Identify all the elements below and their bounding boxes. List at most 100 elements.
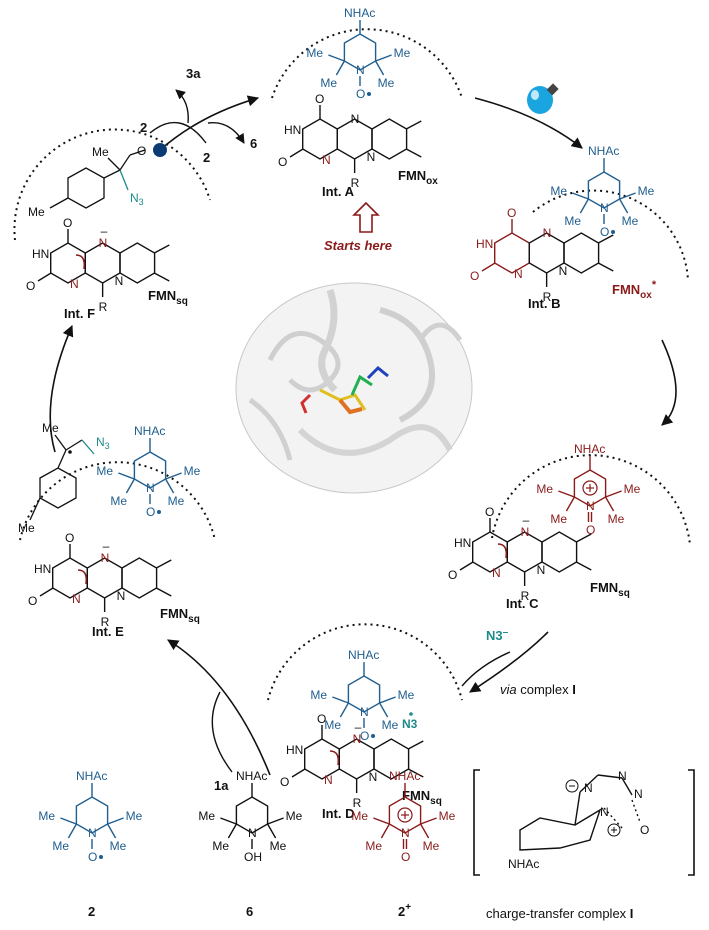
compound-2-plus-me1: Me	[351, 809, 368, 823]
flavin-n1: N	[70, 277, 79, 291]
protein-structure	[235, 282, 473, 494]
flavin-o-top: O	[65, 531, 74, 545]
int-f-substrate	[49, 143, 167, 209]
flavin-minus: –	[355, 720, 362, 734]
int-c-oxoammonium-me4: Me	[608, 512, 625, 526]
arc-int-f	[13, 128, 211, 241]
int-f-n3: N3	[130, 191, 144, 207]
int-b-nitroxyl-me4: Me	[622, 214, 639, 228]
arrow-b-to-c	[661, 339, 677, 426]
flavin-hn: HN	[284, 123, 301, 137]
arrow-f-to-a	[159, 95, 260, 151]
int-b-label: Int. B	[528, 296, 561, 311]
compound-label-0: 2	[88, 904, 95, 919]
minus-charge-icon	[565, 779, 579, 793]
int-b-nitroxyl-me2: Me	[564, 214, 581, 228]
complex-nhac: NHAc	[508, 857, 539, 871]
compound-label-1: 6	[246, 904, 253, 919]
arc-int-c	[491, 454, 691, 546]
compound-2-o: O	[88, 850, 97, 864]
int-e-substrate	[29, 434, 95, 521]
compound-6-me1: Me	[198, 809, 215, 823]
flavin-n1: N	[72, 592, 81, 606]
starts-here-arrow-icon	[352, 201, 380, 233]
flavin-o-top: O	[63, 216, 72, 230]
complex-n-a: N	[618, 769, 627, 783]
complex-n-plus: N	[600, 805, 609, 819]
flavin-r: R	[353, 796, 362, 810]
label-3a: 3a	[186, 66, 201, 81]
flavin-o-left: O	[470, 269, 479, 283]
compound-6-me3: Me	[286, 809, 303, 823]
compound-label-2: 2+	[398, 902, 411, 919]
compound-6-nhac: NHAc	[236, 769, 267, 783]
int-d-nitroxyl-me2: Me	[324, 718, 341, 732]
label-1a: 1a	[214, 778, 229, 793]
int-c-oxoammonium-o: O	[586, 523, 595, 537]
int-d-nitroxyl-n: N	[360, 705, 369, 719]
flavin-hn: HN	[286, 743, 303, 757]
compound-6-n: N	[248, 826, 257, 840]
int-e-nitroxyl-nhac: NHAc	[134, 424, 165, 438]
arrow-in-azide	[461, 651, 511, 687]
flavin-n10: N	[115, 274, 124, 288]
compound-2-plus-me3: Me	[439, 809, 456, 823]
int-c-oxoammonium-n: N	[586, 499, 595, 513]
flavin-r: R	[521, 589, 530, 603]
int-b-nitroxyl-nhac: NHAc	[588, 144, 619, 158]
label-2-in: 2	[140, 120, 147, 135]
int-c-state: FMNsq	[590, 580, 630, 599]
flavin-minus: –	[103, 539, 110, 553]
flavin-r: R	[543, 290, 552, 304]
int-c-oxoammonium-me2: Me	[550, 512, 567, 526]
compound-6-me2: Me	[212, 839, 229, 853]
int-a-nitroxyl-me1: Me	[306, 46, 323, 60]
int-f-state: FMNsq	[148, 288, 188, 307]
int-e-me2: Me	[18, 521, 35, 535]
int-d-nitroxyl-me1: Me	[310, 688, 327, 702]
compound-2-me1: Me	[38, 809, 55, 823]
complex-n-minus: N	[584, 781, 593, 795]
int-b-nitroxyl-o: O	[600, 225, 609, 239]
int-e-nitroxyl-n: N	[146, 481, 155, 495]
int-c-oxoammonium-me1: Me	[536, 482, 553, 496]
flavin-n5: N	[101, 551, 110, 565]
flavin-hn: HN	[454, 536, 471, 550]
arc-int-e	[19, 461, 216, 541]
int-a-nitroxyl-nhac: NHAc	[344, 6, 375, 20]
flavin-o-top: O	[507, 206, 516, 220]
int-c-oxoammonium-me3: Me	[624, 482, 641, 496]
int-d-label: Int. D	[322, 806, 355, 821]
int-d-nitroxyl-nhac: NHAc	[348, 648, 379, 662]
arrow-out-3a	[175, 89, 189, 124]
label-via-complex: via complex I	[500, 682, 576, 697]
flavin-r: R	[101, 615, 110, 629]
flavin-o-left: O	[28, 594, 37, 608]
charge-transfer-complex	[473, 769, 695, 876]
arrow-a-to-b	[474, 97, 583, 149]
int-a-nitroxyl-me3: Me	[394, 46, 411, 60]
label-6: 6	[250, 136, 257, 151]
int-f-me2: Me	[28, 205, 45, 219]
flavin-n1: N	[324, 773, 333, 787]
int-e-nitroxyl-me2: Me	[110, 494, 127, 508]
compound-6-me4: Me	[270, 839, 287, 853]
flavin-n5: N	[353, 732, 362, 746]
flavin-n10: N	[369, 770, 378, 784]
flavin-n10: N	[559, 264, 568, 278]
plus-charge-icon	[607, 823, 621, 837]
flavin-hn: HN	[32, 247, 49, 261]
flavin-o-left: O	[280, 775, 289, 789]
complex-n-b: N	[634, 787, 643, 801]
compound-2-me4: Me	[110, 839, 127, 853]
compound-2-plus-o: O	[401, 850, 410, 864]
